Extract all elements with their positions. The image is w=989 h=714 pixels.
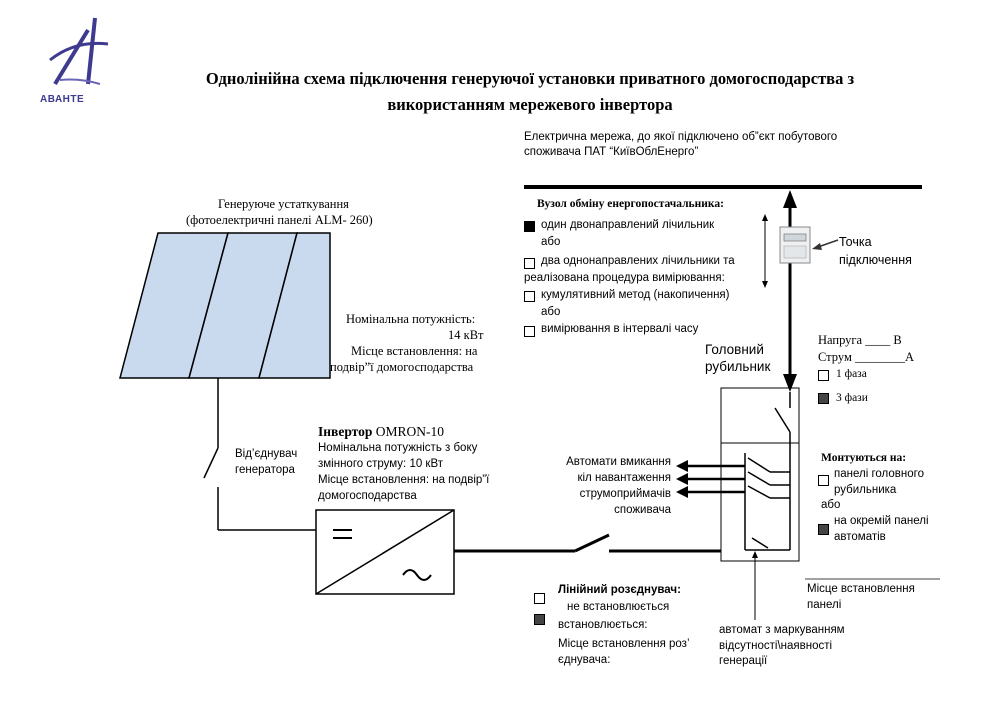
checkbox-one-meter [524,221,535,232]
logo-text: АВАНТЕ [40,94,85,105]
generator-label-2: (фотоелектричні панелі ALM- 260) [186,213,373,227]
mounted-opt1b: рубильника [834,484,897,496]
marker-breaker-3: генерації [719,655,768,667]
checkbox-separate-panel [818,524,829,535]
mounted-or: або [821,499,841,511]
exchange-opt2b: реалізована процедура вимірювання: [524,272,725,284]
exchange-or2: або [541,306,561,318]
marker-breaker-1: автомат з маркуванням [719,624,845,636]
breakers-4: споживача [614,504,671,516]
checkbox-3-phase [818,393,829,404]
meter-icon [779,226,811,264]
exchange-opt2: два однонаправлених лічильники та [541,255,735,267]
mounted-opt2a: на окремій панелі [834,515,929,527]
checkbox-main-panel [818,475,829,486]
exchange-opt4: вимірювання в інтервалі часу [541,323,699,335]
page-title-line2: використанням мережевого інвертора [387,95,673,114]
panel-place-1: Місце встановлення [807,583,915,595]
inverter-box [315,509,455,595]
main-switch-2: рубильник [705,359,771,374]
exchange-or1: або [541,236,561,248]
generator-place-1: Місце встановлення: на [351,344,478,358]
mounted-opt1a: панелі головного [834,468,924,480]
up-arrow [783,190,797,208]
param-voltage: Напруга ____ В [818,333,902,347]
logo-mark [49,17,109,86]
inverter-model: OMRON-10 [372,424,444,439]
generator-power-label: Номінальна потужність: [346,312,476,326]
checkbox-installed [534,614,545,625]
breakers-1: Автомати вмикання [566,456,671,468]
line-disconnector-opt2: встановлюється: [558,619,648,631]
line-disconnector-place2: єднувача: [558,654,611,666]
connection-point-2: підключення [839,253,912,267]
param-phase1: 1 фаза [836,368,867,380]
checkbox-cumulative [524,291,535,302]
panel-place-2: панелі [807,599,842,611]
generator-switch-2: генератора [235,464,295,476]
inverter-power-1: Номінальна потужність з боку [318,442,478,454]
exchange-opt3: кумулятивний метод (накопичення) [541,289,730,301]
generator-place-2: подвір”ї домогосподарства [330,360,474,374]
inverter-title: Інвертор OMRON-10 [318,424,444,440]
grid-label-1: Електрична мережа, до якої підключено об… [524,131,838,143]
checkbox-not-installed [534,593,545,604]
generator-switch-1: Від’єднувач [235,448,298,460]
solar-panels [119,232,331,379]
breakers-2: кіл навантаження [577,472,671,484]
exchange-node-heading: Вузол обміну енергопостачальника: [537,198,724,210]
grid-label-2: споживача ПАТ “КиївОблЕнерго” [524,146,699,158]
inverter-name: Інвертор [318,424,373,439]
page-title-line1: Однолінійна схема підключення генеруючої… [205,69,855,88]
connection-point-1: Точка [839,235,872,249]
mounted-opt2b: автоматів [834,531,886,543]
breakers-3: струмоприймачів [579,488,671,500]
generator-power-value: 14 кВт [448,328,484,342]
checkbox-two-meters [524,258,535,269]
inverter-place-2: домогосподарства [318,490,417,502]
main-switch-1: Головний [705,342,764,357]
down-arrow [783,374,797,392]
checkbox-1-phase [818,370,829,381]
line-disconnector-place1: Місце встановлення роз’ [558,638,690,650]
switchboard [720,387,800,562]
line-disconnector-heading: Лінійний розєднувач: [558,584,681,596]
marker-breaker-2: відсутності\наявності [719,640,833,652]
generator-label-1: Генеруюче устаткування [218,197,349,211]
checkbox-interval [524,326,535,337]
exchange-opt1: один двонаправлений лічильник [541,219,715,231]
inverter-power-2: змінного струму: 10 кВт [318,458,444,470]
line-disconnector-opt1: не встановлюється [567,601,670,613]
inverter-place-1: Місце встановлення: на подвір”ї [318,474,490,486]
param-current: Струм ________А [818,350,915,364]
mounted-heading: Монтуються на: [821,452,907,464]
param-phase3: 3 фази [836,392,868,404]
